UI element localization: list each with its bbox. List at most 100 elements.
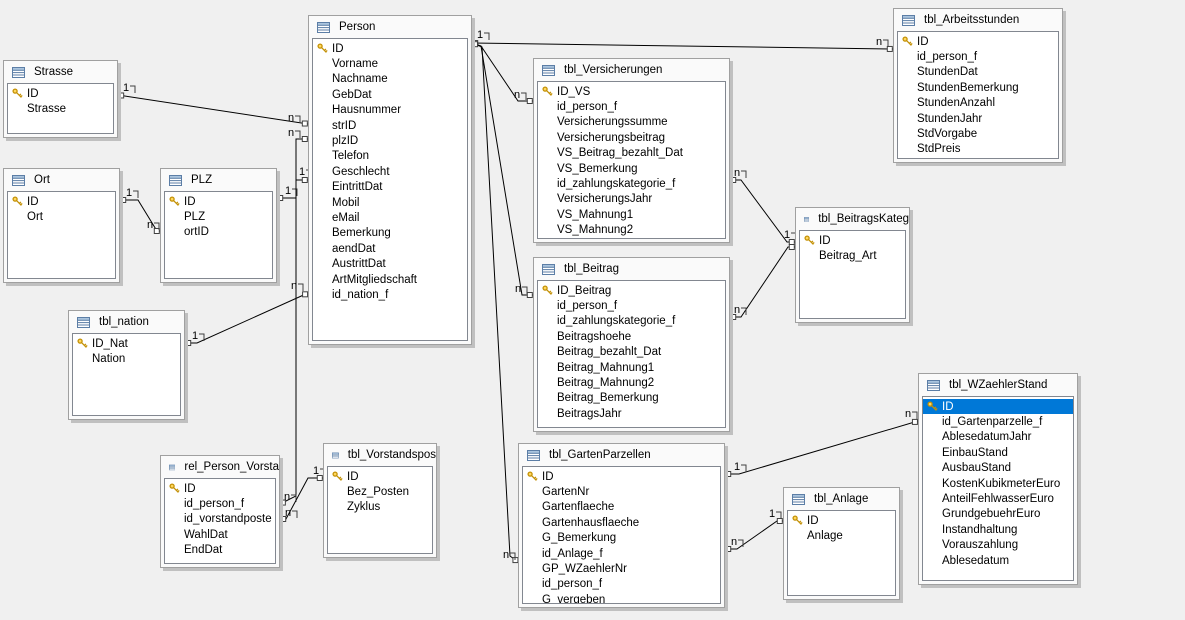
field-row[interactable]: Ablesedatum — [923, 553, 1073, 568]
field-row[interactable]: StundenJahr — [898, 111, 1058, 126]
relationship-line[interactable] — [120, 199, 160, 232]
field-row[interactable]: Beitrag_Art — [800, 248, 905, 263]
relationship-line[interactable] — [185, 292, 309, 344]
field-row[interactable]: Beitrag_bezahlt_Dat — [538, 345, 725, 360]
table-title-bar[interactable]: tbl_nation — [69, 311, 184, 333]
field-row[interactable]: StdPreis — [898, 142, 1058, 157]
field-row[interactable]: VS_Beitrag_bezahlt_Dat — [538, 146, 725, 161]
field-row[interactable]: ID_Beitrag — [538, 283, 725, 298]
table-window-tbl_Beitrag[interactable]: tbl_Beitrag ID_Beitrag — [533, 257, 730, 432]
field-row[interactable]: Gartenhausflaeche — [523, 515, 720, 530]
table-title-bar[interactable]: tbl_Beitrag — [534, 258, 729, 280]
field-row[interactable]: G_vergeben — [523, 592, 720, 603]
field-row[interactable]: Vorname — [313, 56, 467, 71]
field-row[interactable]: AustrittDat — [313, 256, 467, 271]
field-row[interactable]: ID — [165, 481, 275, 496]
field-row[interactable]: id_zahlungskategorie_f — [538, 314, 725, 329]
field-row[interactable]: Strasse — [8, 101, 113, 116]
field-row-selected[interactable]: ID — [923, 399, 1073, 415]
field-row[interactable]: PLZ — [165, 209, 272, 224]
relationship-line[interactable] — [117, 94, 309, 125]
table-title-bar[interactable]: tbl_Anlage — [784, 488, 899, 510]
field-row[interactable]: G_Bemerkung — [523, 531, 720, 546]
field-row[interactable]: AusbauStand — [923, 461, 1073, 476]
field-row[interactable]: VersicherungsJahr — [538, 192, 725, 207]
table-title-bar[interactable]: Ort — [4, 169, 119, 191]
field-row[interactable]: Bez_Posten — [328, 484, 432, 499]
field-row[interactable]: VS_Bemerkung — [538, 161, 725, 176]
field-row[interactable]: id_person_f — [538, 99, 725, 114]
field-row[interactable]: StundenBemerkung — [898, 80, 1058, 95]
relationship-line[interactable] — [471, 42, 533, 296]
field-row[interactable]: AblesedatumJahr — [923, 430, 1073, 445]
field-row[interactable]: strID — [313, 118, 467, 133]
field-row[interactable]: ID — [313, 41, 467, 56]
field-row[interactable]: Bemerkung — [313, 226, 467, 241]
field-row[interactable]: Beitragshoehe — [538, 329, 725, 344]
field-row[interactable]: AnteilFehlwasserEuro — [923, 491, 1073, 506]
field-row[interactable]: GP_WZaehlerNr — [523, 561, 720, 576]
field-row[interactable]: Geschlecht — [313, 164, 467, 179]
field-row[interactable]: plzID — [313, 133, 467, 148]
table-window-Person[interactable]: Person ID — [308, 15, 472, 345]
field-row[interactable]: ID_VS — [538, 84, 725, 99]
field-row[interactable]: aendDat — [313, 241, 467, 256]
relationship-line[interactable] — [279, 179, 308, 505]
field-row[interactable]: ID — [8, 86, 113, 101]
field-row[interactable]: Versicherungsbeitrag — [538, 130, 725, 145]
field-row[interactable]: Telefon — [313, 149, 467, 164]
table-title-bar[interactable]: tbl_BeitragsKateg — [796, 208, 909, 230]
field-row[interactable]: GebDat — [313, 87, 467, 102]
relationship-line[interactable] — [471, 42, 519, 563]
table-title-bar[interactable]: tbl_GartenParzellen — [519, 444, 724, 466]
field-row[interactable]: StundenAnzahl — [898, 96, 1058, 111]
table-title-bar[interactable]: Person — [309, 16, 471, 38]
field-row[interactable]: Vorauszahlung — [923, 538, 1073, 553]
table-title-bar[interactable]: PLZ — [161, 169, 276, 191]
table-window-Ort[interactable]: Ort ID — [3, 168, 120, 283]
field-row[interactable]: GrundgebuehrEuro — [923, 507, 1073, 522]
field-row[interactable]: Ort — [8, 209, 115, 224]
table-window-Strasse[interactable]: Strasse ID — [3, 60, 118, 138]
field-row[interactable]: ortID — [165, 225, 272, 240]
field-row[interactable]: Nachname — [313, 72, 467, 87]
field-row[interactable]: ID — [328, 469, 432, 484]
field-row[interactable]: Gartenflaeche — [523, 500, 720, 515]
table-window-tbl_Arbeitsstunden[interactable]: tbl_Arbeitsstunden ID — [893, 8, 1063, 163]
field-row[interactable]: id_person_f — [898, 49, 1058, 64]
table-window-rel_Person_Vorsta[interactable]: rel_Person_Vorsta ID — [160, 455, 280, 568]
field-row[interactable]: ArtMitgliedschaft — [313, 272, 467, 287]
field-row[interactable]: id_person_f — [165, 496, 275, 511]
field-row[interactable]: StundenDat — [898, 65, 1058, 80]
field-row[interactable]: EinbauStand — [923, 445, 1073, 460]
field-row[interactable]: Instandhaltung — [923, 522, 1073, 537]
field-row[interactable]: StdVorgabe — [898, 126, 1058, 141]
table-title-bar[interactable]: Strasse — [4, 61, 117, 83]
field-row[interactable]: ID — [788, 513, 895, 528]
field-row[interactable]: ID_Nat — [73, 336, 180, 351]
field-row[interactable]: EndDat — [165, 543, 275, 558]
field-row[interactable]: id_vorstandposte — [165, 512, 275, 527]
field-row[interactable]: ID — [523, 469, 720, 484]
field-row[interactable]: WahlDat — [165, 527, 275, 542]
field-row[interactable]: Zyklus — [328, 500, 432, 515]
field-row[interactable]: Versicherungssumme — [538, 115, 725, 130]
table-title-bar[interactable]: tbl_Versicherungen — [534, 59, 729, 81]
table-window-tbl_WZaehlerStand[interactable]: tbl_WZaehlerStand ID — [918, 373, 1078, 585]
field-row[interactable]: KostenKubikmeterEuro — [923, 476, 1073, 491]
field-row[interactable]: Beitrag_Mahnung1 — [538, 360, 725, 375]
field-row[interactable]: ID — [800, 233, 905, 248]
relationship-line[interactable] — [471, 42, 533, 102]
field-row[interactable]: id_Anlage_f — [523, 546, 720, 561]
table-window-tbl_nation[interactable]: tbl_nation ID_Nat — [68, 310, 185, 420]
table-title-bar[interactable]: tbl_Arbeitsstunden — [894, 9, 1062, 31]
field-row[interactable]: EintrittDat — [313, 180, 467, 195]
table-window-tbl_Vorstandspos[interactable]: tbl_Vorstandspos ID — [323, 443, 437, 558]
field-row[interactable]: BeitragsJahr — [538, 406, 725, 421]
field-row[interactable]: Anlage — [788, 528, 895, 543]
table-window-tbl_BeitragsKateg[interactable]: tbl_BeitragsKateg ID — [795, 207, 910, 323]
field-row[interactable]: eMail — [313, 210, 467, 225]
field-row[interactable]: Hausnummer — [313, 103, 467, 118]
field-row[interactable]: ID — [898, 34, 1058, 49]
relationship-line[interactable] — [725, 420, 919, 475]
